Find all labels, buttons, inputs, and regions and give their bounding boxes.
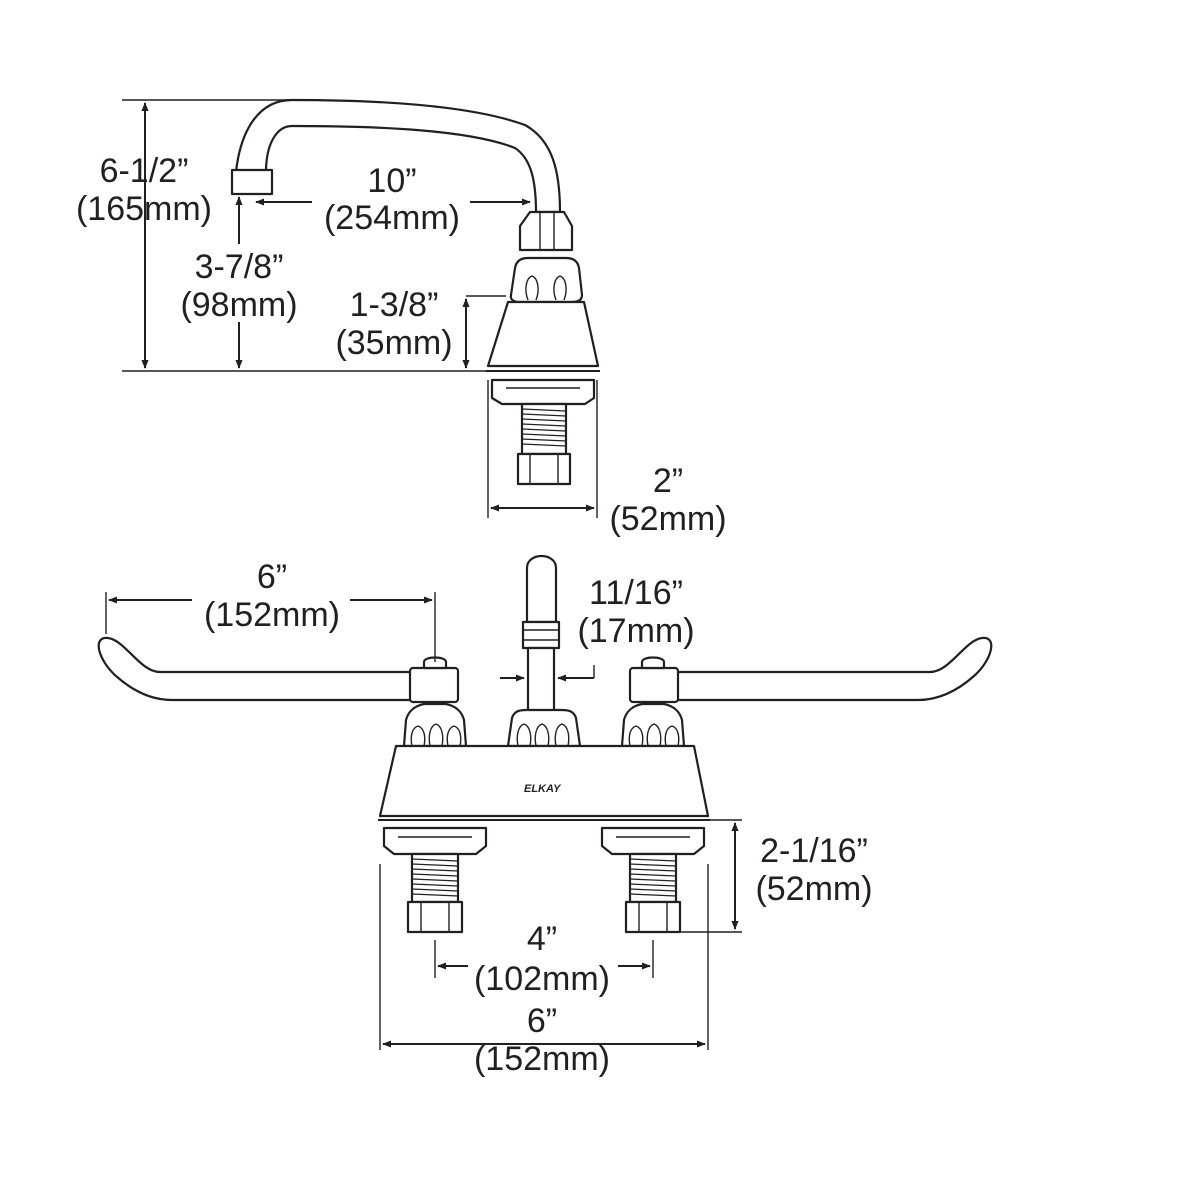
dimension-labels: 6-1/2” (165mm) 10” (254mm) 3-7/8” (98mm)… xyxy=(76,152,873,1078)
left-wrist-blade-handle xyxy=(97,636,418,702)
spout-reach-imperial: 10” xyxy=(367,162,416,200)
left-coupling-nut xyxy=(406,900,464,934)
centers-imperial: 4” xyxy=(527,920,557,958)
center-bonnet xyxy=(506,708,582,748)
riser-collar xyxy=(521,620,561,650)
front-view-dimension-lines xyxy=(105,592,742,1050)
base-depth-metric: (52mm) xyxy=(609,500,726,538)
spout-clearance-imperial: 3-7/8” xyxy=(195,248,284,286)
side-view-dimension-lines xyxy=(122,99,598,518)
front-view: ELKAY xyxy=(97,554,993,934)
spout-riser xyxy=(525,554,558,624)
handle-length-imperial: 6” xyxy=(257,558,287,596)
riser-diameter-metric: (17mm) xyxy=(577,612,694,650)
shank-length-metric: (52mm) xyxy=(755,870,872,908)
centers-metric: (102mm) xyxy=(474,960,610,998)
spout-reach-metric: (254mm) xyxy=(324,199,460,237)
overall-width-imperial: 6” xyxy=(527,1002,557,1040)
left-shank xyxy=(410,852,460,904)
right-flange xyxy=(600,826,706,856)
left-flange xyxy=(382,826,488,856)
riser-diameter-imperial: 11/16” xyxy=(589,574,683,612)
spout-clearance-metric: (98mm) xyxy=(180,286,297,324)
overall-width-metric: (152mm) xyxy=(474,1040,610,1078)
brand-mark: ELKAY xyxy=(524,783,562,795)
spout-nut xyxy=(518,210,574,252)
base-height-imperial: 1-3/8” xyxy=(350,286,439,324)
deck-plate xyxy=(378,744,710,818)
handle-length-metric: (152mm) xyxy=(204,596,340,634)
bonnet xyxy=(509,256,584,304)
base-height-metric: (35mm) xyxy=(335,324,452,362)
side-view xyxy=(230,98,600,486)
right-wrist-blade-handle xyxy=(672,636,993,702)
shank-length-imperial: 2-1/16” xyxy=(760,832,868,870)
side-coupling-nut xyxy=(516,452,572,486)
overall-height-imperial: 6-1/2” xyxy=(100,152,189,190)
right-coupling-nut xyxy=(624,900,682,934)
side-base-body xyxy=(486,300,600,368)
overall-height-metric: (165mm) xyxy=(76,190,212,228)
base-depth-imperial: 2” xyxy=(653,462,683,500)
side-flange xyxy=(490,378,596,406)
aerator xyxy=(230,168,274,196)
